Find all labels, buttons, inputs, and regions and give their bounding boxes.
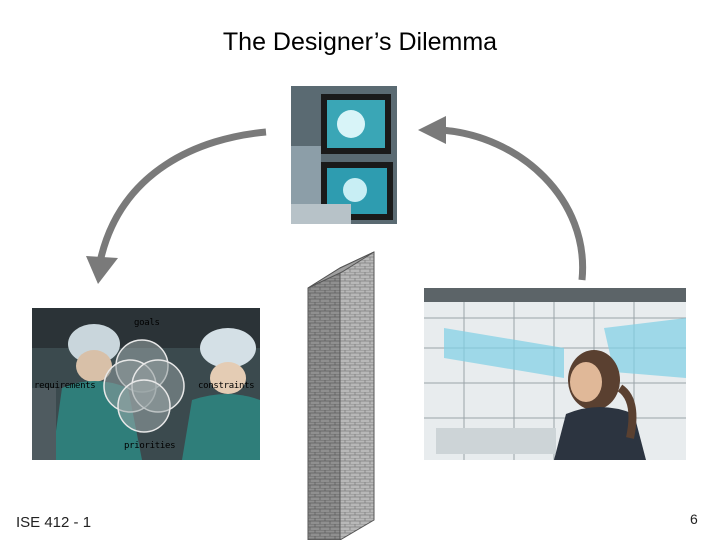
course-label: ISE 412 - 1 [16,514,91,531]
designer-photo [424,288,686,460]
venn-label-goals: goals [134,318,160,328]
slide-title: The Designer’s Dilemma [0,28,720,57]
monitors-photo [291,86,397,224]
venn-label-requirements: requirements [34,381,95,391]
brick-wall [300,248,380,540]
venn-label-constraints: constraints [198,381,254,391]
right-curved-arrow [418,116,583,280]
venn-label-priorities: priorities [124,441,175,451]
page-number: 6 [690,511,698,527]
left-curved-arrow [86,132,266,284]
